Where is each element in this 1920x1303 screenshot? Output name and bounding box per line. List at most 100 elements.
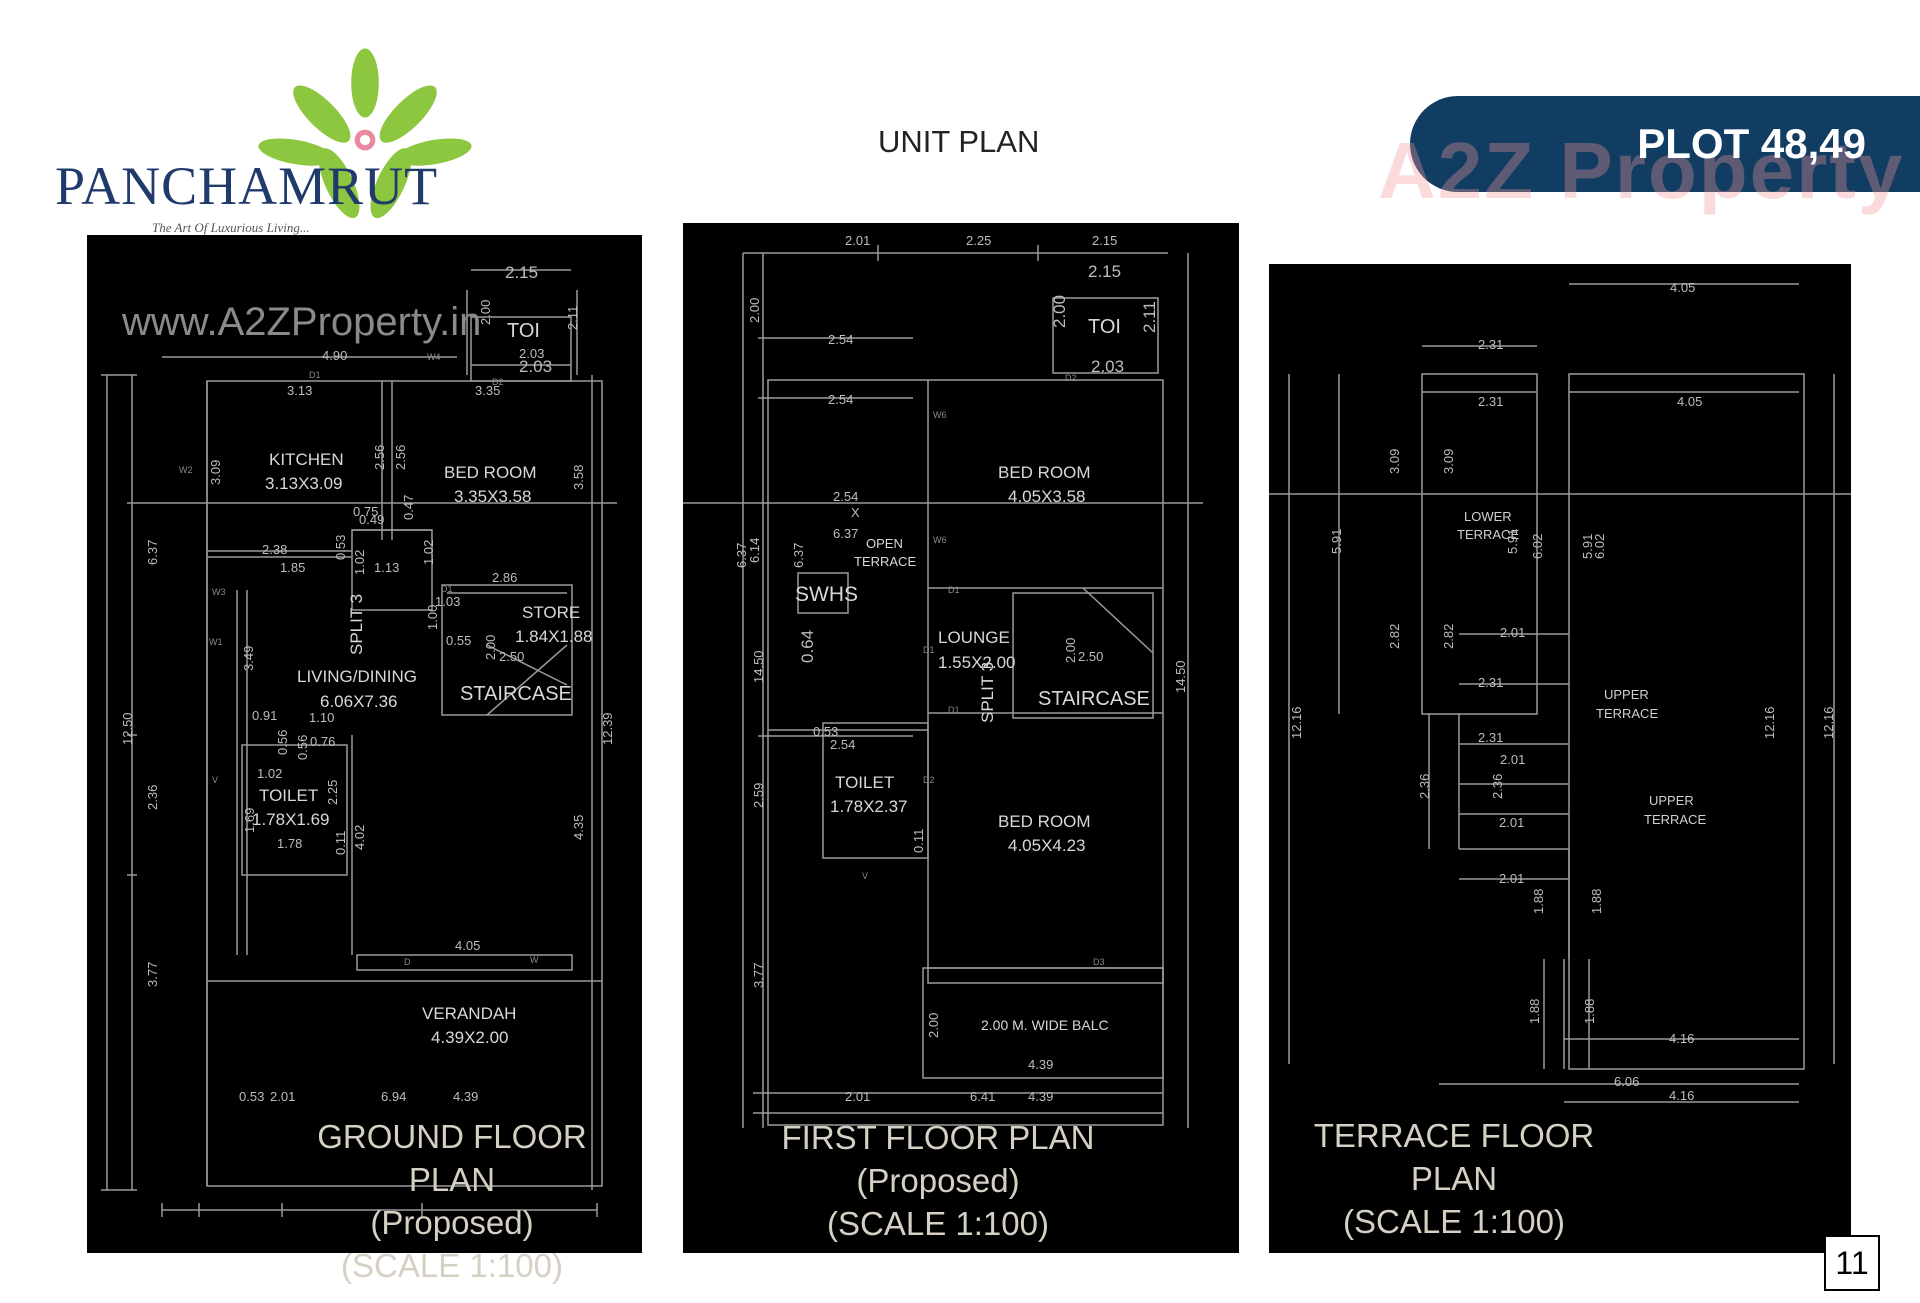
first-tag: D1	[948, 705, 960, 715]
first-dim: 0.64	[798, 630, 817, 663]
first-dim: 4.39	[1028, 1089, 1053, 1104]
first-toilet-label: TOILET	[835, 773, 894, 792]
ground-dim: 2.50	[499, 649, 524, 664]
terrace-dim: 6.02	[1592, 534, 1607, 559]
terrace-lower-1: LOWER	[1464, 509, 1512, 524]
first-tag: V	[862, 871, 868, 881]
ground-dim: 1.78	[277, 836, 302, 851]
first-dim: 2.54	[828, 392, 853, 407]
first-tag: W6	[933, 410, 947, 420]
first-dim: 0.11	[911, 829, 926, 853]
terrace-dim: 2.31	[1478, 337, 1503, 352]
ground-dim: 1.69	[242, 808, 257, 833]
first-x: X	[851, 505, 860, 520]
terrace-dim: 2.31	[1478, 730, 1503, 745]
ground-split-label: SPLIT 3	[347, 594, 366, 655]
first-dim: 2.00	[1063, 638, 1078, 663]
ground-dim: 0.76	[310, 734, 335, 749]
first-lounge-label: LOUNGE	[938, 628, 1010, 647]
terrace-dim: 5.91	[1329, 529, 1344, 554]
terrace-dim: 4.16	[1669, 1088, 1694, 1103]
first-balcony-label: 2.00 M. WIDE BALC	[981, 1017, 1109, 1033]
ground-bedroom-size: 3.35X3.58	[454, 487, 532, 506]
first-tag: W6	[933, 535, 947, 545]
terrace-dim: 2.82	[1441, 624, 1456, 649]
ground-dim: 1.02	[257, 766, 282, 781]
first-tag: D3	[1093, 957, 1105, 967]
ground-dim: 0.55	[446, 633, 471, 648]
ground-dim: 3.35	[475, 383, 500, 398]
terrace-dim: 1.88	[1589, 889, 1604, 914]
ground-dim: 2.11	[565, 306, 580, 330]
first-swhs-label: SWHS	[795, 583, 858, 606]
first-toilet-top-label: TOI	[1088, 316, 1121, 338]
ground-dim: 1.85	[280, 560, 305, 575]
ground-dim: 1.02	[421, 540, 436, 565]
ground-verandah-label: VERANDAH	[422, 1004, 516, 1023]
ground-dim: 2.86	[492, 570, 517, 585]
ground-tag: D1	[441, 584, 453, 594]
first-floor-drawing: TOI BED ROOM 4.05X3.58 OPEN TERRACE SWHS…	[683, 233, 1203, 1128]
first-tag: D1	[923, 645, 935, 655]
first-caption: FIRST FLOOR PLAN (Proposed) (SCALE 1:100…	[778, 1116, 1098, 1245]
first-open-terrace-1: OPEN	[866, 536, 903, 551]
ground-dim: 0.56	[275, 730, 290, 755]
terrace-caption-scale: (SCALE 1:100)	[1343, 1203, 1565, 1240]
ground-tag: D2	[492, 377, 504, 387]
terrace-caption-title: TERRACE FLOOR PLAN	[1313, 1117, 1595, 1197]
ground-dim: 0.53	[239, 1089, 264, 1104]
ground-floor-drawing: www.A2ZProperty.in TOI KITCHEN 3.13X3.09…	[101, 263, 617, 1217]
first-dim: 6.14	[747, 538, 762, 563]
terrace-dim: 2.36	[1417, 774, 1432, 799]
ground-dim: 0.11	[333, 831, 348, 855]
ground-dim: 2.56	[372, 445, 387, 470]
ground-dim: 2.03	[519, 357, 552, 376]
first-dim: 2.25	[966, 233, 991, 248]
page-heading: UNIT PLAN	[878, 124, 1040, 159]
ground-toilet-size: 1.78X1.69	[252, 810, 330, 829]
ground-bedroom-label: BED ROOM	[444, 463, 537, 482]
ground-dim: 3.49	[241, 646, 256, 671]
ground-dim: 2.36	[145, 785, 160, 810]
ground-dim: 2.56	[393, 445, 408, 470]
terrace-dim: 2.01	[1499, 815, 1524, 830]
ground-living-size: 6.06X7.36	[320, 692, 398, 711]
terrace-dim: 1.88	[1582, 999, 1597, 1024]
ground-store-label: STORE	[522, 603, 580, 622]
ground-dim: 1.10	[309, 710, 334, 725]
terrace-upper-a2: TERRACE	[1596, 706, 1658, 721]
ground-dim: 4.02	[352, 825, 367, 850]
first-dim: 14.50	[751, 650, 766, 683]
terrace-lower-2: TERRACE	[1457, 527, 1519, 542]
ground-dim: 4.35	[571, 815, 586, 840]
ground-tag: W	[530, 955, 539, 965]
terrace-dim: 2.01	[1500, 752, 1525, 767]
first-dim: 0.53	[813, 724, 838, 739]
first-caption-title: FIRST FLOOR PLAN	[781, 1119, 1095, 1156]
terrace-dim: 5.91	[1580, 534, 1595, 559]
first-bedroom1-size: 4.05X3.58	[1008, 487, 1086, 506]
first-dim: 2.01	[845, 233, 870, 248]
first-dim: 6.37	[833, 526, 858, 541]
ground-tag: V	[212, 775, 218, 785]
first-dim: 2.03	[1091, 357, 1124, 376]
terrace-dim: 4.05	[1670, 280, 1695, 295]
first-toilet-size: 1.78X2.37	[830, 797, 908, 816]
ground-dim: 1.13	[374, 560, 399, 575]
ground-watermark: www.A2ZProperty.in	[121, 300, 481, 344]
terrace-dim: 2.82	[1387, 624, 1402, 649]
first-caption-scale: (SCALE 1:100)	[827, 1205, 1049, 1242]
terrace-floor-plan: LOWER TERRACE UPPER TERRACE UPPER TERRAC…	[1269, 264, 1851, 1253]
ground-dim: 3.58	[571, 465, 586, 490]
terrace-dim: 4.16	[1669, 1031, 1694, 1046]
first-dim: 2.00	[747, 298, 762, 323]
ground-dim: 2.15	[505, 263, 538, 282]
plot-banner	[1410, 96, 1920, 192]
ground-staircase-label: STAIRCASE	[460, 683, 572, 705]
terrace-dim: 2.36	[1490, 774, 1505, 799]
ground-dim: 0.91	[252, 708, 277, 723]
ground-dim: 6.37	[145, 540, 160, 565]
ground-dim: 1.03	[435, 594, 460, 609]
brand-tagline: The Art Of Luxurious Living...	[152, 220, 310, 235]
terrace-dim: 5.91	[1505, 529, 1520, 554]
